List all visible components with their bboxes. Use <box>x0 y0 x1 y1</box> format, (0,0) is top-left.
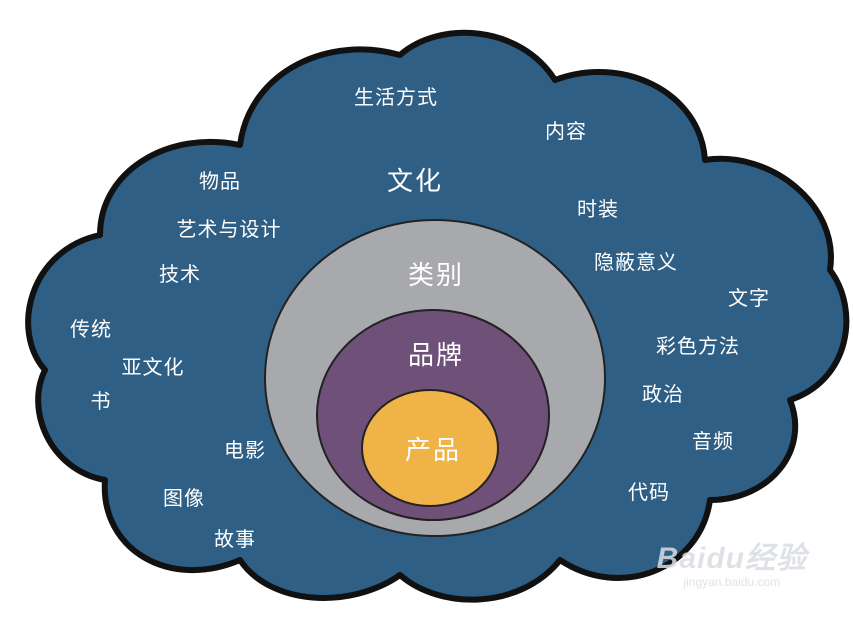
brand-label: 品牌 <box>407 341 465 371</box>
word-hidden-meaning: 隐蔽意义 <box>594 250 678 274</box>
category-label: 类别 <box>407 261 465 291</box>
word-text: 文字 <box>728 286 770 310</box>
word-fashion: 时装 <box>577 197 619 221</box>
word-color-method: 彩色方法 <box>656 334 740 358</box>
word-code: 代码 <box>628 480 670 504</box>
word-story: 故事 <box>214 527 256 551</box>
word-objects: 物品 <box>199 169 241 193</box>
word-art-design: 艺术与设计 <box>176 217 282 241</box>
product-label: 产品 <box>404 436 462 466</box>
watermark-sub: jingyan.baidu.com <box>683 575 781 589</box>
word-technology: 技术 <box>159 262 201 286</box>
culture-label: 文化 <box>386 167 444 197</box>
word-books: 书 <box>90 389 112 413</box>
word-image: 图像 <box>163 486 205 510</box>
watermark-main: Baidu经验 <box>656 542 807 575</box>
word-music: 音频 <box>692 429 734 453</box>
product-ring <box>361 389 499 507</box>
word-content: 内容 <box>545 119 587 143</box>
word-film: 电影 <box>224 438 266 462</box>
word-subculture: 亚文化 <box>121 355 185 379</box>
word-politics: 政治 <box>642 382 684 406</box>
baidu-watermark: Baidu经验 jingyan.baidu.com <box>656 542 807 590</box>
word-lifestyle: 生活方式 <box>354 85 438 109</box>
word-tradition: 传统 <box>70 317 112 341</box>
